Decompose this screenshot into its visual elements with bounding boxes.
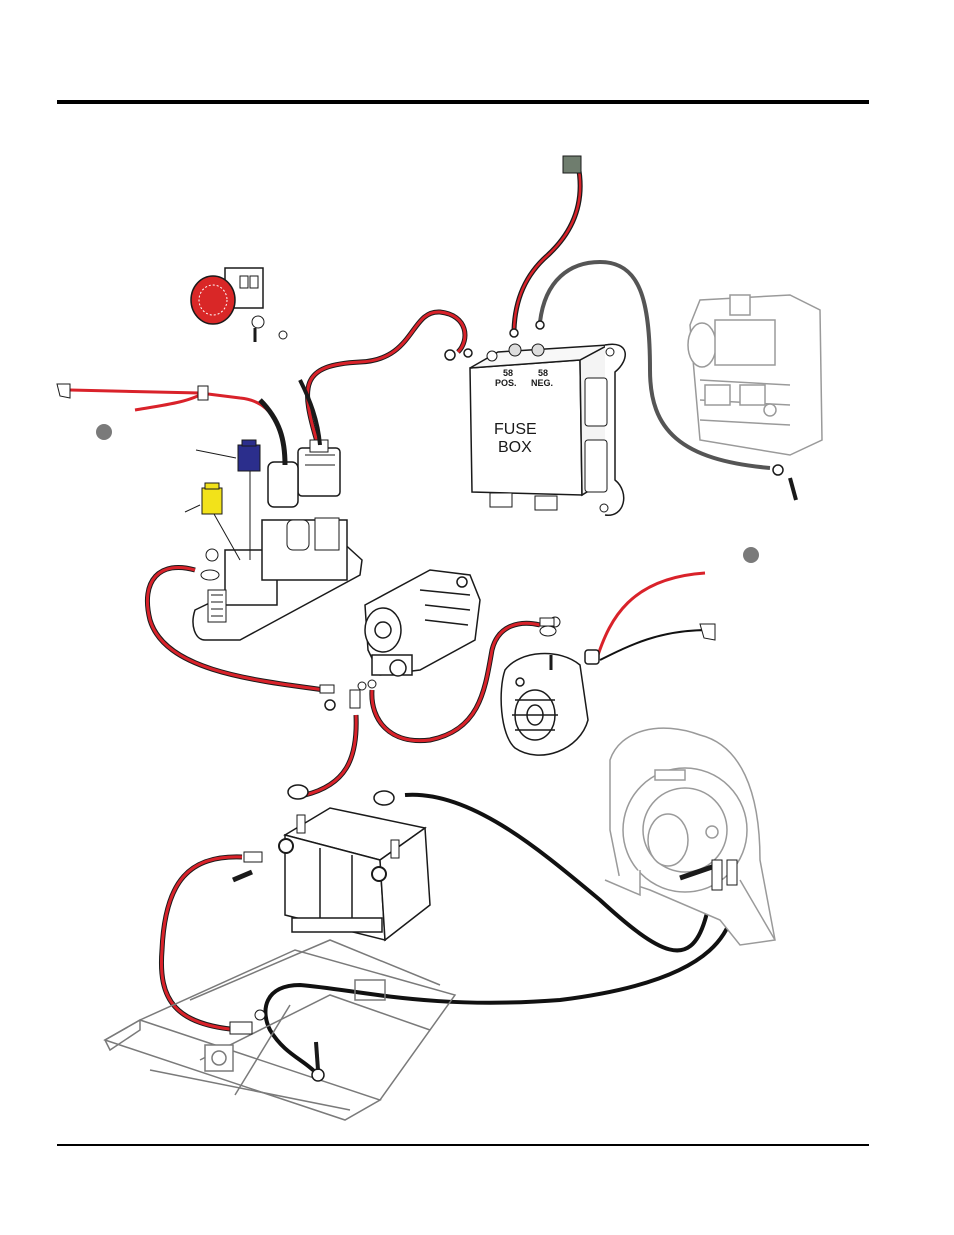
fuse-box-title-line1: FUSE <box>494 421 537 438</box>
fusebox-nut <box>445 350 455 360</box>
footer-rule <box>57 1144 869 1146</box>
relay-fuse-holder <box>193 518 362 640</box>
chassis-frame <box>105 940 455 1120</box>
callout-dot-right <box>743 547 759 563</box>
fusebox-neg-ring <box>536 321 544 329</box>
neg-terminal-label: NEG. <box>531 378 553 388</box>
fusebox-pos-ring <box>510 329 518 337</box>
fuse-box-title-line2: BOX <box>498 439 532 456</box>
frame-positive-lug <box>230 1022 252 1034</box>
bell-housing <box>605 728 775 945</box>
engine-block <box>688 295 822 455</box>
neg-terminal-number: 58 <box>538 368 548 378</box>
connector-tag-icon <box>563 156 581 173</box>
alternator-harness-tag-icon <box>700 624 715 640</box>
fuse-box: 58 POS. 58 NEG. FUSE BOX <box>470 344 625 515</box>
engine-ground-bolt <box>790 478 796 500</box>
alternator-black-wire <box>600 630 708 660</box>
battery <box>285 808 430 940</box>
engine-ground-ring <box>773 465 783 475</box>
battery-positive-terminal <box>279 839 293 853</box>
emergency-stop-button <box>191 268 287 342</box>
pos-terminal-number: 58 <box>503 368 513 378</box>
alternator-red-wire <box>598 573 705 655</box>
positive-cable-top-harness <box>514 165 580 330</box>
frame-ground-ring <box>312 1069 324 1081</box>
header-rule <box>57 100 869 104</box>
starter-nut <box>325 700 335 710</box>
pos-terminal-label: POS. <box>495 378 517 388</box>
yellow-fuse-icon <box>185 483 240 560</box>
battery-negative-terminal <box>372 867 386 881</box>
callout-dot-left <box>96 424 112 440</box>
positive-cable-fusebox-to-relay <box>308 312 465 445</box>
left-harness-tag-icon <box>57 384 70 398</box>
starter-motor <box>365 570 480 676</box>
